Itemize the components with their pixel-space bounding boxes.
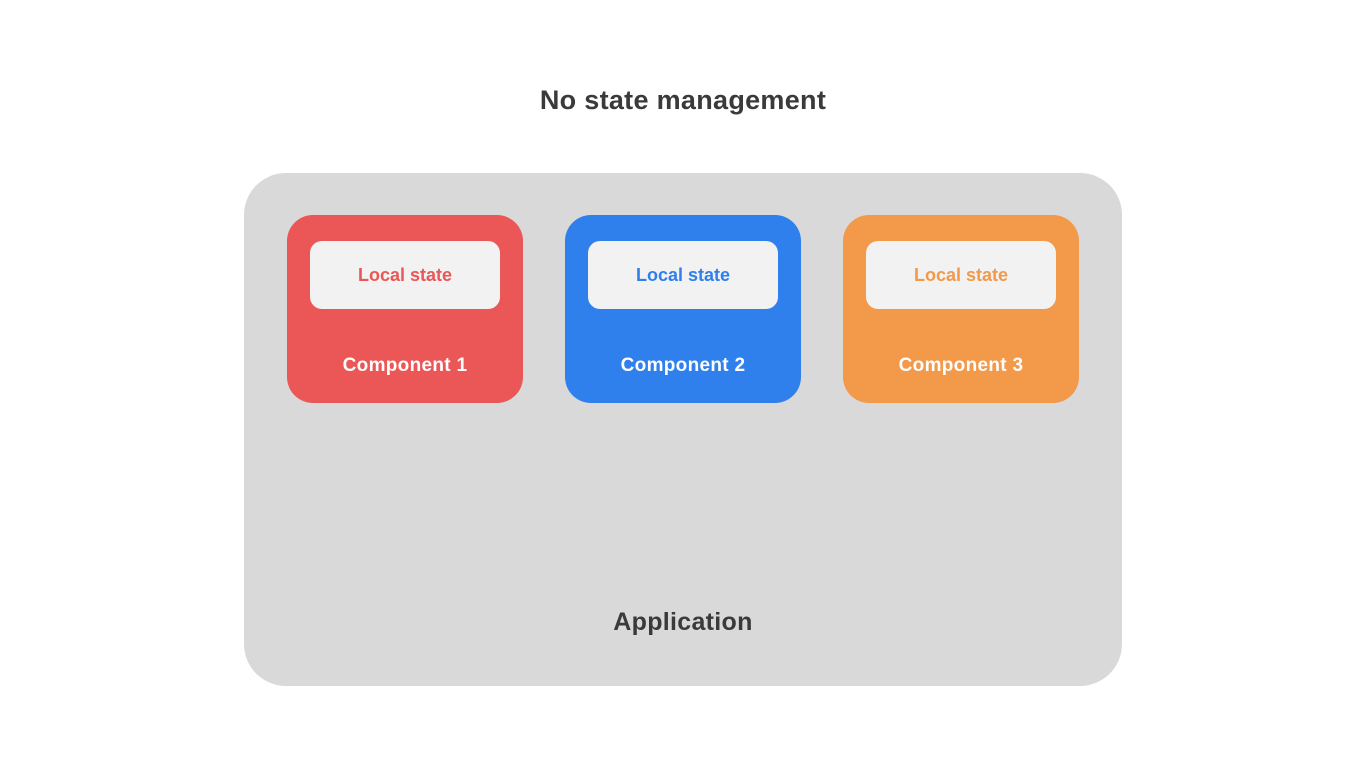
application-container: Local state Component 1 Local state Comp… — [244, 173, 1122, 686]
application-label: Application — [613, 608, 753, 636]
component-3-card: Local state Component 3 — [843, 215, 1079, 403]
component-2-local-state-label: Local state — [635, 264, 731, 285]
component-3-local-state-label: Local state — [913, 264, 1009, 285]
component-1-local-state-box: Local state — [310, 241, 500, 309]
component-3-local-state-box: Local state — [866, 241, 1056, 309]
component-1-card: Local state Component 1 — [287, 215, 523, 403]
component-2-card: Local state Component 2 — [565, 215, 801, 403]
component-2-label: Component 2 — [620, 355, 746, 376]
component-1-label: Component 1 — [342, 355, 468, 376]
component-3-label: Component 3 — [898, 355, 1024, 376]
component-1-local-state-label: Local state — [357, 264, 453, 285]
diagram-title: No state management — [539, 85, 827, 115]
component-2-local-state-box: Local state — [588, 241, 778, 309]
